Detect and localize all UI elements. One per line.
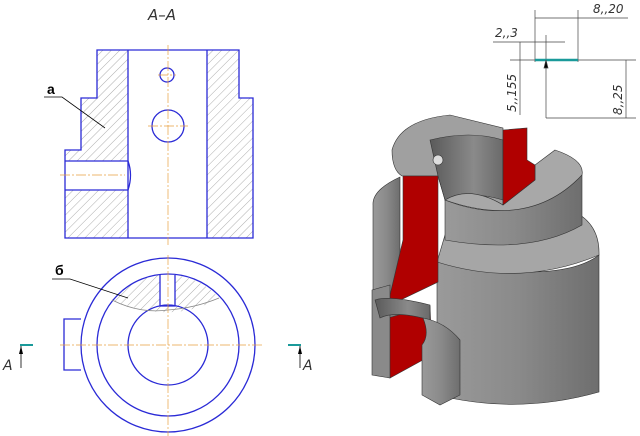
- svg-text:A: A: [2, 358, 13, 374]
- lower-cylinder: [436, 254, 600, 405]
- plan-view: б A A: [2, 255, 313, 436]
- axis-lines: [60, 45, 188, 245]
- hatched-walls: [65, 50, 253, 238]
- section-marker-right: A: [288, 344, 313, 374]
- svg-text:б: б: [55, 262, 64, 278]
- svg-text:2,,3: 2,,3: [495, 26, 518, 40]
- upper-ring-top: [444, 149, 583, 211]
- svg-text:5,,155: 5,,155: [505, 74, 519, 112]
- isometric-model: [371, 114, 600, 406]
- bore-inner: [429, 134, 504, 201]
- leader-b: б: [52, 262, 129, 299]
- leader-a: а: [44, 81, 106, 129]
- section-marker-left: A: [2, 344, 33, 374]
- section-view: A–A а: [44, 6, 254, 245]
- section-outline: [64, 49, 254, 239]
- svg-text:а: а: [47, 81, 55, 97]
- svg-text:8,,25: 8,,25: [611, 84, 625, 115]
- side-tab-3d: [421, 317, 461, 406]
- dimension-labels: 8,,20 2,,3 5,,155 8,,25: [495, 2, 625, 115]
- side-tab: [63, 318, 81, 371]
- cut-face-right: [502, 127, 536, 206]
- dimension-block: [493, 10, 636, 119]
- section-title: A–A: [147, 6, 176, 24]
- svg-text:8,,20: 8,,20: [593, 2, 624, 16]
- svg-text:A: A: [302, 358, 313, 374]
